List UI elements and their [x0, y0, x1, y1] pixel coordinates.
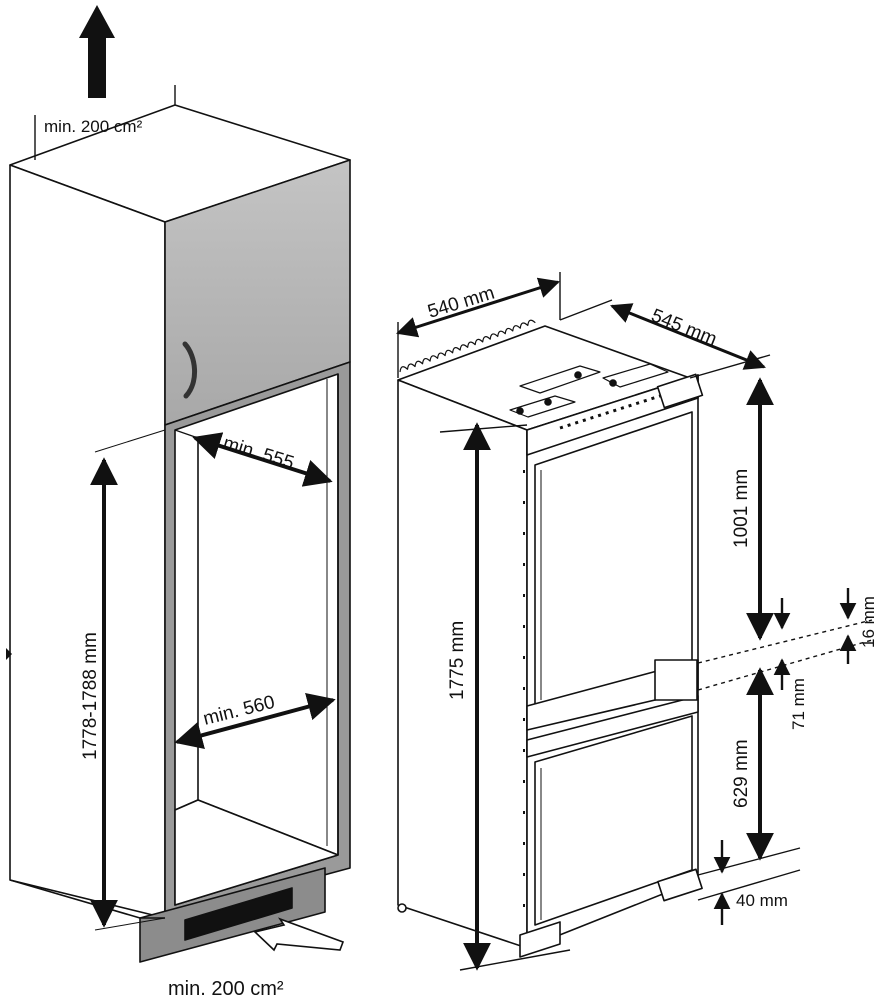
ventilation-inflow-arrow-icon	[253, 917, 345, 952]
upper-door-label: 1001 mm	[731, 469, 752, 548]
lower-door-label: 629 mm	[731, 739, 752, 808]
cabinet	[9, 104, 351, 963]
width-label: 540 mm	[425, 283, 497, 323]
door-handle-icon	[182, 341, 197, 399]
niche-height-label: 1778-1788 mm	[80, 632, 101, 760]
ventilation-up-arrow-icon	[79, 5, 115, 98]
plinth-vent-slot	[184, 887, 293, 941]
top-vent-label: min. 200 cm²	[44, 117, 143, 136]
appliance	[397, 319, 704, 958]
bottom-gap-label: 40 mm	[736, 891, 788, 910]
bottom-vent-label: min. 200 cm²	[168, 978, 284, 1000]
gap-mid-label: 71 mm	[789, 678, 808, 730]
cabinet-side-panel	[9, 164, 166, 919]
appliance-dimensions	[395, 272, 873, 971]
depth-label: 545 mm	[648, 305, 720, 350]
gap-top-label: 16 mm	[859, 596, 876, 648]
height-label: 1775 mm	[447, 621, 468, 700]
cabinet-dimensions	[6, 85, 336, 931]
